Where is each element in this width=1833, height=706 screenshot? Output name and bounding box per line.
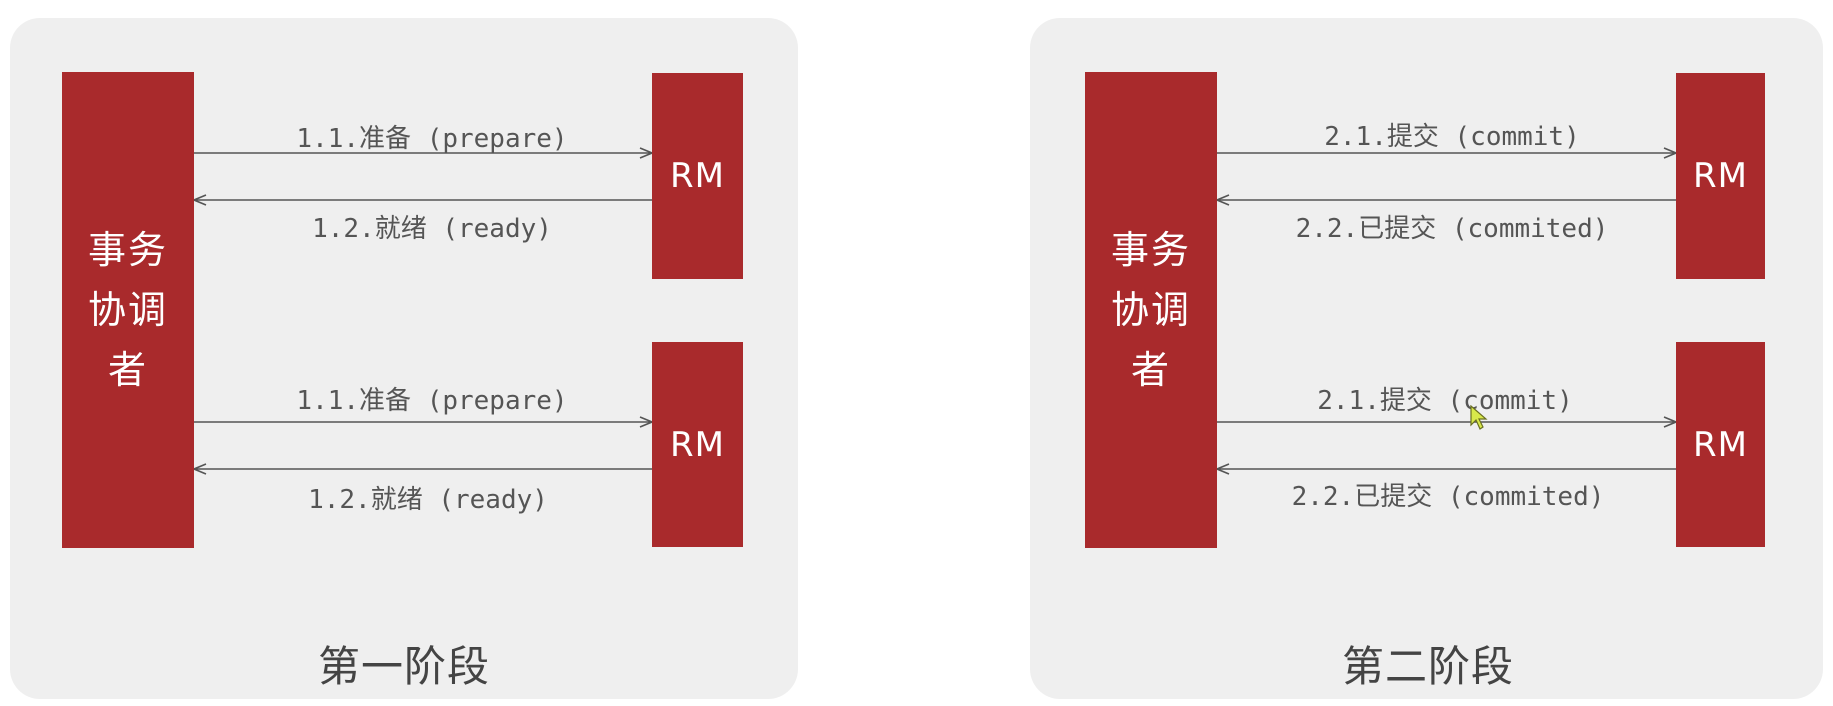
phase1-rm-bottom-label: RM [670,424,725,465]
phase2-rm-top-box: RM [1676,73,1765,279]
phase2-rm-bottom-label: RM [1693,424,1748,465]
phase2-bottom-response-label: 2.2.已提交 (commited) [1291,482,1605,512]
phase2-top-response-label: 2.2.已提交 (commited) [1295,214,1609,244]
phase2-title: 第二阶段 [1341,642,1515,691]
phase2-bottom-request-label: 2.1.提交 (commit) [1317,386,1573,416]
phase1-top-request-label: 1.1.准备 (prepare) [296,124,568,154]
phase2-top-request-label: 2.1.提交 (commit) [1324,122,1580,152]
phase1-bottom-request-label: 1.1.准备 (prepare) [296,386,568,416]
phase1-rm-top-label: RM [670,156,725,196]
phase1-rm-bottom-box: RM [652,342,743,547]
phase2-rm-bottom-box: RM [1676,342,1765,547]
phase2-coordinator-label: 事务协调者 [1110,228,1191,392]
phase1-bottom-response-label: 1.2.就绪 (ready) [308,485,548,515]
phase1-rm-top-box: RM [652,73,743,279]
phase1-top-response-label: 1.2.就绪 (ready) [312,214,552,244]
phase1-title: 第一阶段 [317,642,491,691]
phase2-rm-top-label: RM [1693,156,1748,196]
phase2-coordinator-box: 事务协调者 [1085,72,1217,548]
mouse-cursor-icon [1470,405,1488,430]
phase1-coordinator-label: 事务协调者 [87,228,168,392]
phase1-coordinator-box: 事务协调者 [62,72,194,548]
